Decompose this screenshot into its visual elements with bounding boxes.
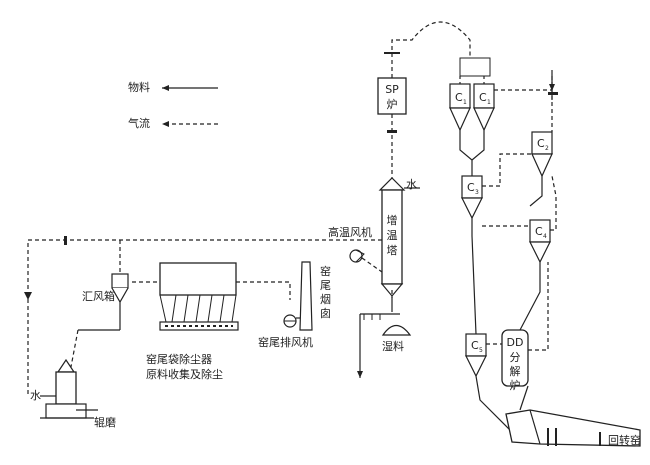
chimney-label-4: 囱: [320, 307, 331, 320]
dd-label-1: DD: [507, 336, 524, 349]
roller-mill-label: 辊磨: [94, 415, 116, 429]
preheater-lines: [459, 130, 543, 431]
c2-label: C: [537, 137, 545, 150]
c3-sub: 3: [475, 189, 479, 196]
main-gas-duct: [27, 239, 393, 396]
rotary-kiln-label: 回转窑: [608, 433, 641, 447]
duct-damper: [384, 52, 400, 54]
conveyor-legs: [363, 314, 381, 320]
humidifier-tower: 增 温 塔: [378, 177, 406, 297]
c1a-sub: 1: [463, 99, 467, 106]
duct-damper-left: [64, 236, 67, 245]
preheater-gas-lines: [482, 76, 557, 351]
sp-furnace: SP 炉: [377, 77, 407, 115]
sp-furnace-label-1: SP: [385, 83, 399, 96]
cyclone-c2: C 2: [531, 131, 553, 178]
cyclone-collector-label: 汇风箱: [82, 289, 115, 303]
kiln-chimney: 窑 尾 烟 囱: [299, 261, 331, 331]
c1b-sub: 1: [487, 99, 491, 106]
raw-meal-feed-arrow: [549, 84, 555, 91]
legend-material-label: 物料: [128, 80, 150, 94]
wet-material-label: 湿料: [382, 339, 404, 353]
tower-label-2: 温: [387, 229, 398, 242]
tower-label-1: 增: [387, 213, 398, 227]
wet-material-pile: [381, 324, 412, 336]
c4-sub: 4: [543, 233, 547, 240]
chimney-label-2: 尾: [320, 279, 331, 292]
cyclone-c3: C 3: [461, 175, 483, 220]
cyclone-c5: C 5: [465, 333, 487, 378]
tower-label-3: 塔: [387, 244, 398, 257]
cyclone-c1-pair: C 1 C 1: [449, 57, 495, 132]
sp-damper: [387, 130, 397, 133]
c5-sub: 5: [479, 347, 483, 354]
high-temp-fan-label: 高温风机: [328, 225, 372, 239]
fan-tower-link: [361, 257, 383, 273]
cyclone-c4: C 4: [529, 219, 551, 264]
top-gas-duct: [391, 21, 471, 78]
kiln-exhaust-fan-label: 窑尾排风机: [258, 335, 313, 349]
water-label-mill: 水: [30, 389, 41, 402]
high-temp-fan: 高温风机: [328, 225, 372, 263]
legend-gasflow-arrow: [162, 121, 169, 127]
feed-valve: [548, 92, 558, 95]
kiln-exhaust-fan: 窑尾排风机: [258, 314, 313, 349]
dd-calciner: DD 分 解 炉: [501, 329, 529, 392]
legend-gasflow-label: 气流: [128, 116, 150, 130]
legend-material-arrow: [162, 85, 169, 91]
c3-label: C: [467, 181, 475, 194]
c2-sub: 2: [545, 145, 549, 152]
water-label-top: 水: [406, 178, 417, 191]
c5-label: C: [471, 339, 479, 352]
c1b-label: C: [479, 91, 487, 104]
bag-filter-label-2: 原料收集及除尘: [146, 367, 223, 381]
sp-furnace-label-2: 炉: [387, 98, 398, 111]
c1a-label: C: [455, 91, 463, 104]
bag-filter-label-1: 窑尾袋除尘器: [146, 352, 212, 366]
left-duct-arrow: [24, 292, 32, 300]
c4-label: C: [535, 225, 543, 238]
legend: 物料 气流: [128, 80, 218, 130]
c1-inlets: [459, 76, 485, 84]
dd-label-3: 解: [510, 364, 521, 378]
chimney-label-3: 烟: [320, 292, 331, 306]
bag-filter: 窑尾袋除尘器 原料收集及除尘: [146, 262, 239, 381]
dd-label-4: 炉: [510, 379, 521, 392]
roller-mill: 辊磨 水: [30, 329, 116, 429]
rotary-kiln: 回转窑: [505, 409, 641, 447]
wet-return-arrow: [357, 371, 363, 378]
cyclone-collector: 汇风箱: [82, 273, 129, 304]
dd-label-2: 分: [510, 351, 521, 364]
chimney-label-1: 窑: [320, 264, 331, 278]
